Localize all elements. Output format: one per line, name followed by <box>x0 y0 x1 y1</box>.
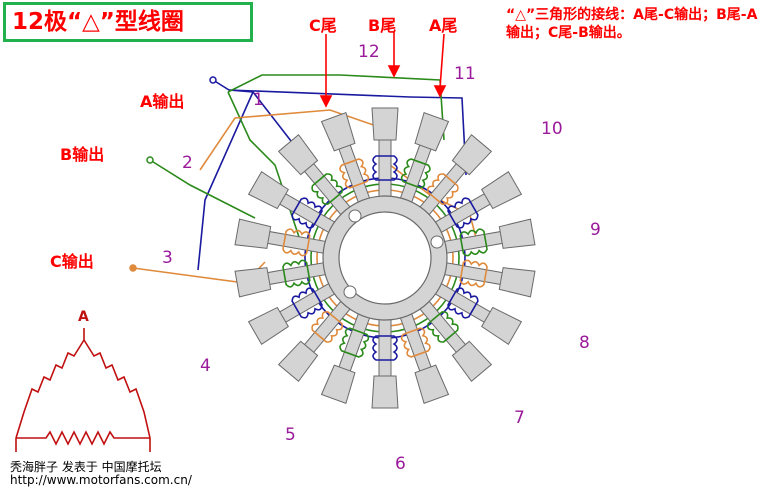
winding-coil <box>400 158 431 189</box>
pole-number: 8 <box>579 333 590 353</box>
delta-connection-symbol <box>15 328 151 452</box>
winding-coil <box>339 158 370 189</box>
stator-tooth <box>440 218 536 255</box>
b-tail-label: B尾 <box>368 16 397 35</box>
pole-number: 6 <box>395 454 406 474</box>
winding-coil <box>291 287 323 319</box>
stator-tooth <box>371 107 399 201</box>
pole-number: 11 <box>454 64 476 84</box>
winding-coil <box>311 173 343 205</box>
winding-coil <box>372 155 398 181</box>
a-tail-arrow <box>439 33 445 89</box>
winding-coil <box>339 327 370 358</box>
stator-tooth <box>440 261 536 298</box>
footer-credit: 秃海胖子 发表于 中国摩托坛 <box>10 460 162 474</box>
phase-a-inner <box>197 91 254 271</box>
winding-coil <box>427 311 459 343</box>
winding-coil <box>372 335 398 361</box>
winding-coil <box>447 197 479 229</box>
stator-tooth <box>277 297 354 382</box>
mount-hole <box>430 235 444 249</box>
b-output-terminal <box>146 156 154 164</box>
mount-hole <box>343 285 357 299</box>
winding-coil <box>459 228 488 257</box>
winding-coil <box>447 287 479 319</box>
stator-tooth <box>234 261 330 298</box>
winding-coil <box>311 311 343 343</box>
delta-vertex-a: A <box>78 309 89 325</box>
stator-tooth <box>398 111 450 207</box>
wiring-note: “△”三角形的接线：A尾-C输出；B尾-A输出；C尾-B输出。 <box>506 7 758 41</box>
inner-number: 3 <box>162 248 173 268</box>
b-output-label: B输出 <box>60 145 105 164</box>
pole-number: 5 <box>285 425 296 445</box>
phase-a-wire <box>228 89 467 176</box>
a-tail-arrowhead <box>433 85 447 98</box>
c-tail-label: C尾 <box>309 16 337 35</box>
c-output-terminal <box>129 264 137 272</box>
pole-number: 4 <box>200 356 211 376</box>
winding-coil <box>282 228 311 257</box>
stator-tooth <box>247 281 339 345</box>
inner-number: 1 <box>253 90 264 110</box>
stator-tooth <box>416 134 493 219</box>
a-tail-label: A尾 <box>429 16 458 35</box>
mount-hole <box>348 209 362 223</box>
b-tail-arrowhead <box>387 65 401 78</box>
stator-bore <box>338 211 432 305</box>
winding-coil <box>459 259 488 288</box>
stator-tooth <box>371 315 399 409</box>
pole-number: 12 <box>358 42 380 62</box>
winding-coil <box>427 173 459 205</box>
phase-c-wire <box>199 109 389 171</box>
pole-number: 9 <box>590 220 601 240</box>
pole-number: 7 <box>514 408 525 428</box>
inner-number: 2 <box>182 153 193 173</box>
stator-tooth <box>277 134 354 219</box>
phase-b-lead <box>149 159 256 219</box>
c-output-label: C输出 <box>50 252 94 271</box>
stator-tooth <box>320 309 372 405</box>
phase-b-wire <box>227 74 445 141</box>
diagram-title: 12极“△”型线圈 <box>3 2 253 42</box>
winding-coil <box>400 327 431 358</box>
pole-number: 10 <box>541 119 563 139</box>
winding-coil <box>282 259 311 288</box>
a-output-label: A输出 <box>140 92 185 111</box>
winding-coil <box>291 197 323 229</box>
a-output-terminal <box>209 76 217 84</box>
c-tail-arrowhead <box>319 95 333 108</box>
stator-tooth <box>431 171 523 235</box>
footer-url: http://www.motorfans.com.cn/ <box>10 473 192 487</box>
